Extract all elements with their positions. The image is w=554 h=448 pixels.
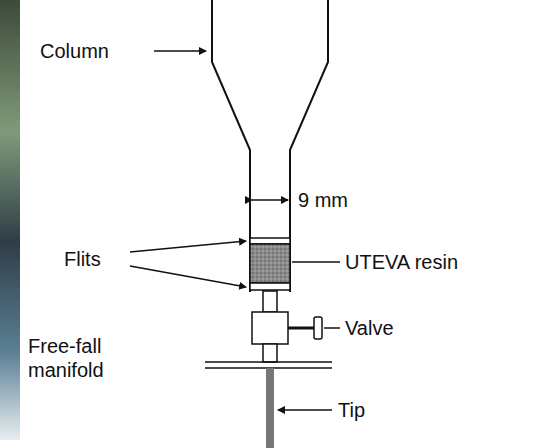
leader-line — [324, 327, 340, 329]
leader-line — [154, 50, 206, 52]
dimension-label: 9 mm — [298, 188, 348, 212]
part-label: Tip — [338, 398, 365, 422]
tip — [266, 368, 274, 448]
frit — [250, 283, 290, 290]
frit — [250, 238, 290, 244]
leader-line — [292, 261, 340, 263]
part-label: Column — [40, 39, 109, 63]
stem — [263, 291, 277, 312]
leader-line — [130, 266, 246, 287]
part-label: Valve — [345, 316, 394, 340]
resin-bed — [250, 244, 290, 283]
manifold-line — [205, 361, 332, 363]
valve-stem — [288, 327, 314, 330]
leader-line — [278, 409, 332, 411]
part-label: Flits — [64, 247, 101, 271]
photo-strip — [0, 0, 20, 440]
part-label: Free-fall manifold — [28, 334, 132, 382]
valve-body — [252, 312, 288, 344]
part-label: UTEVA resin — [345, 250, 458, 274]
leader-line — [130, 241, 246, 252]
stem — [263, 344, 277, 362]
dimension-line — [252, 199, 288, 201]
valve-knob — [314, 317, 322, 339]
column-wall — [212, 0, 328, 292]
